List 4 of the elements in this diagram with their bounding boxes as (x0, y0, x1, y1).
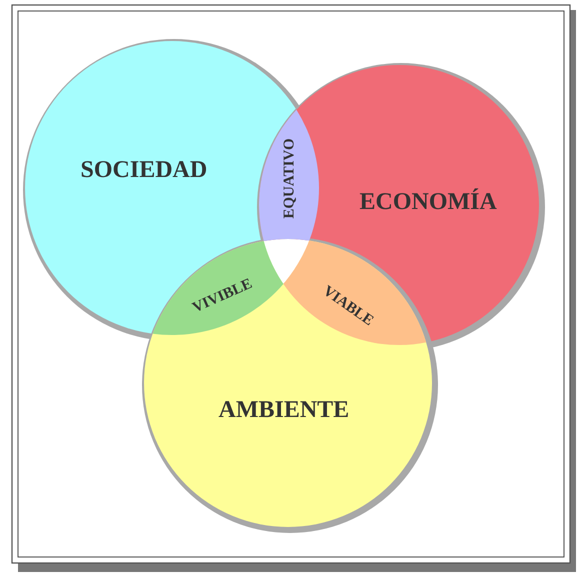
region-label: EQUATIVO (282, 138, 299, 218)
region-label: AMBIENTE (218, 396, 350, 424)
region-label: SOCIEDAD (80, 156, 208, 184)
region-label: ECONOMÍA (360, 188, 497, 216)
